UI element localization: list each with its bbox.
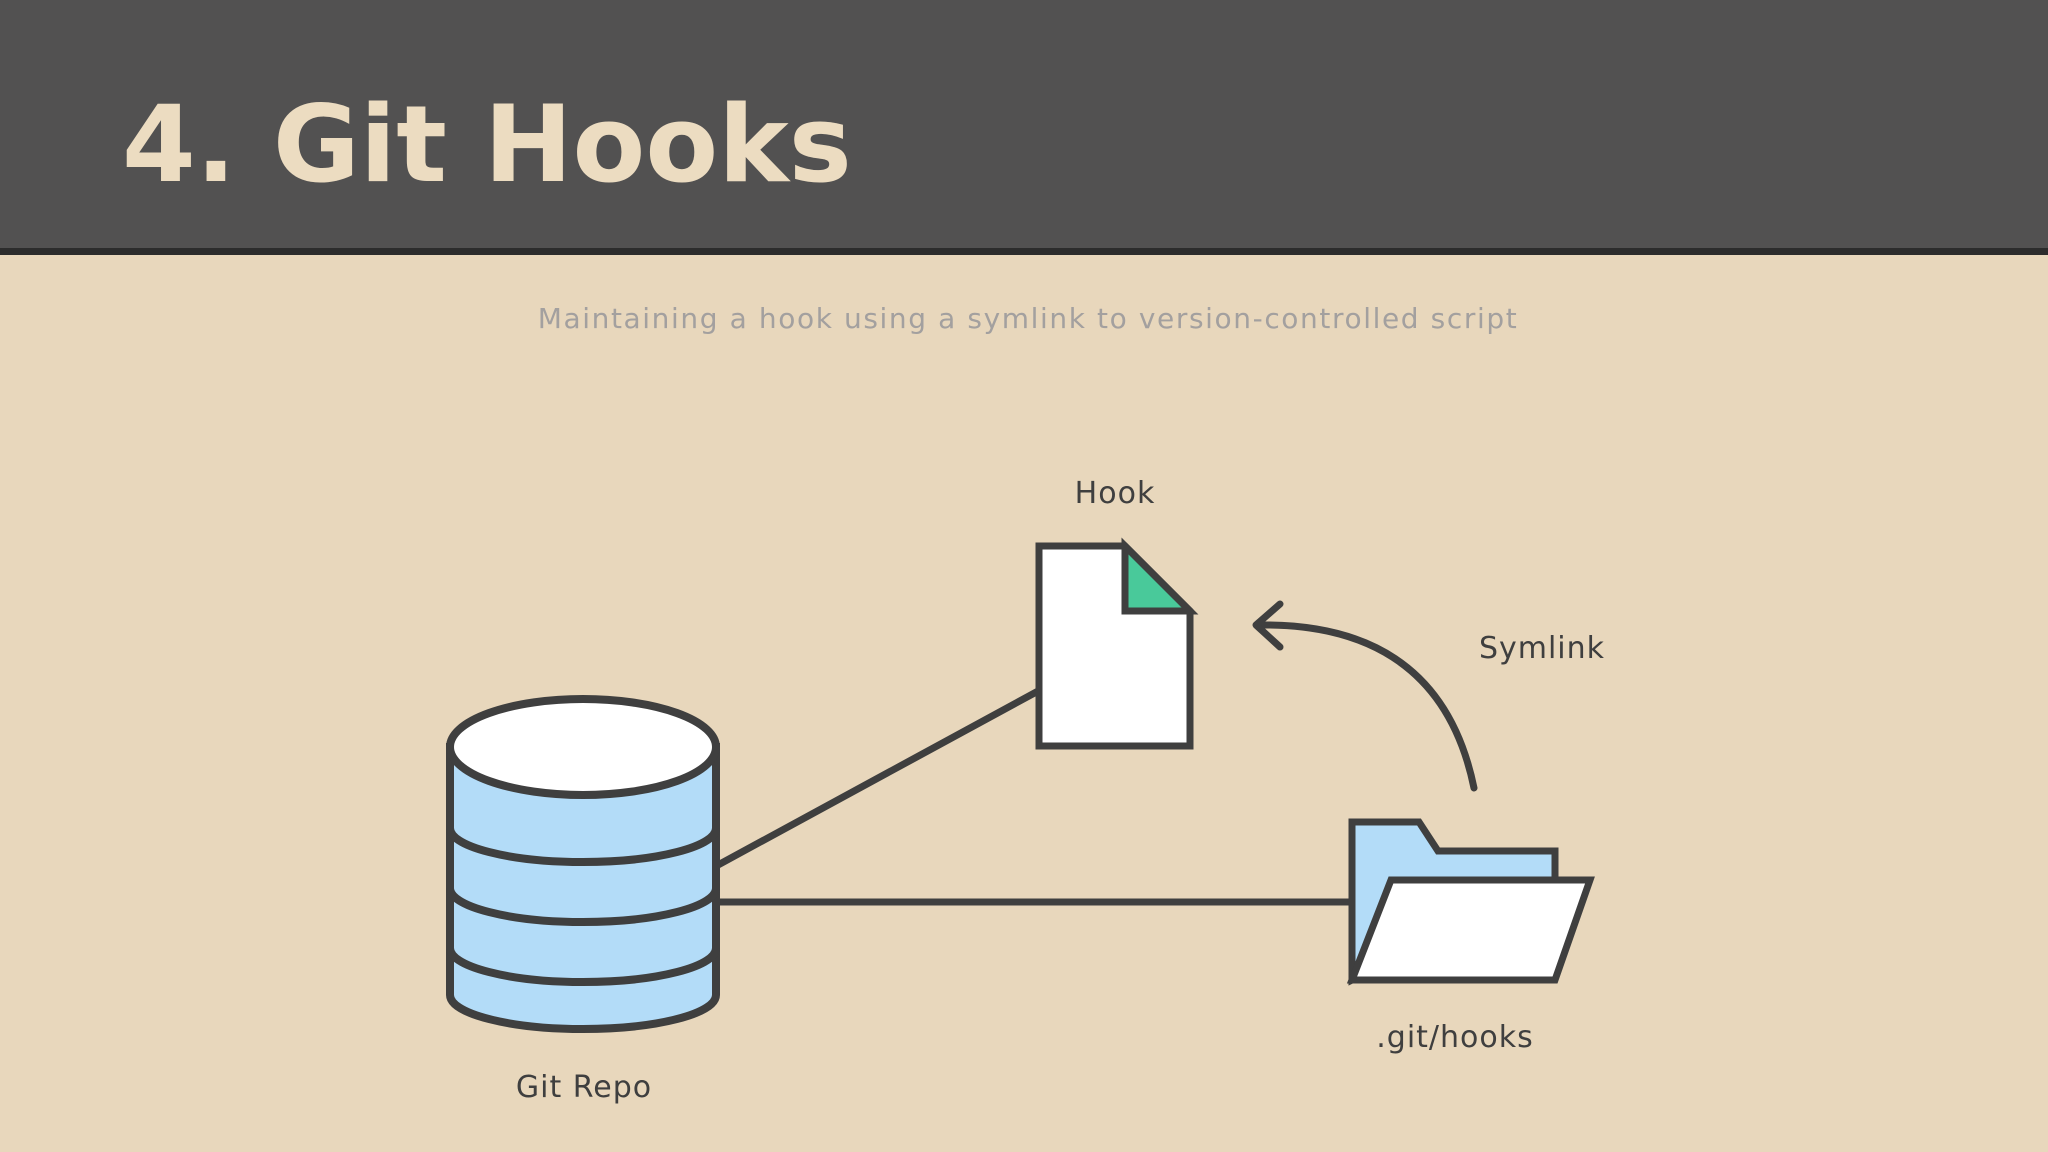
git-hooks-folder-label: .git/hooks [1376, 1020, 1534, 1055]
document-icon [1035, 537, 1199, 750]
repo-to-hook-connector [714, 686, 1044, 869]
git-repo-label: Git Repo [516, 1070, 652, 1105]
symlink-label: Symlink [1479, 631, 1605, 666]
symlink-arrow [1252, 600, 1478, 792]
title-divider [0, 248, 2048, 255]
slide-title: 4. Git Hooks [122, 83, 852, 206]
database-icon [446, 695, 720, 1033]
slide-subtitle: Maintaining a hook using a symlink to ve… [537, 302, 1519, 335]
folder-icon [1346, 818, 1595, 986]
title-bar: 4. Git Hooks [0, 0, 2048, 248]
hook-label: Hook [1075, 476, 1156, 511]
